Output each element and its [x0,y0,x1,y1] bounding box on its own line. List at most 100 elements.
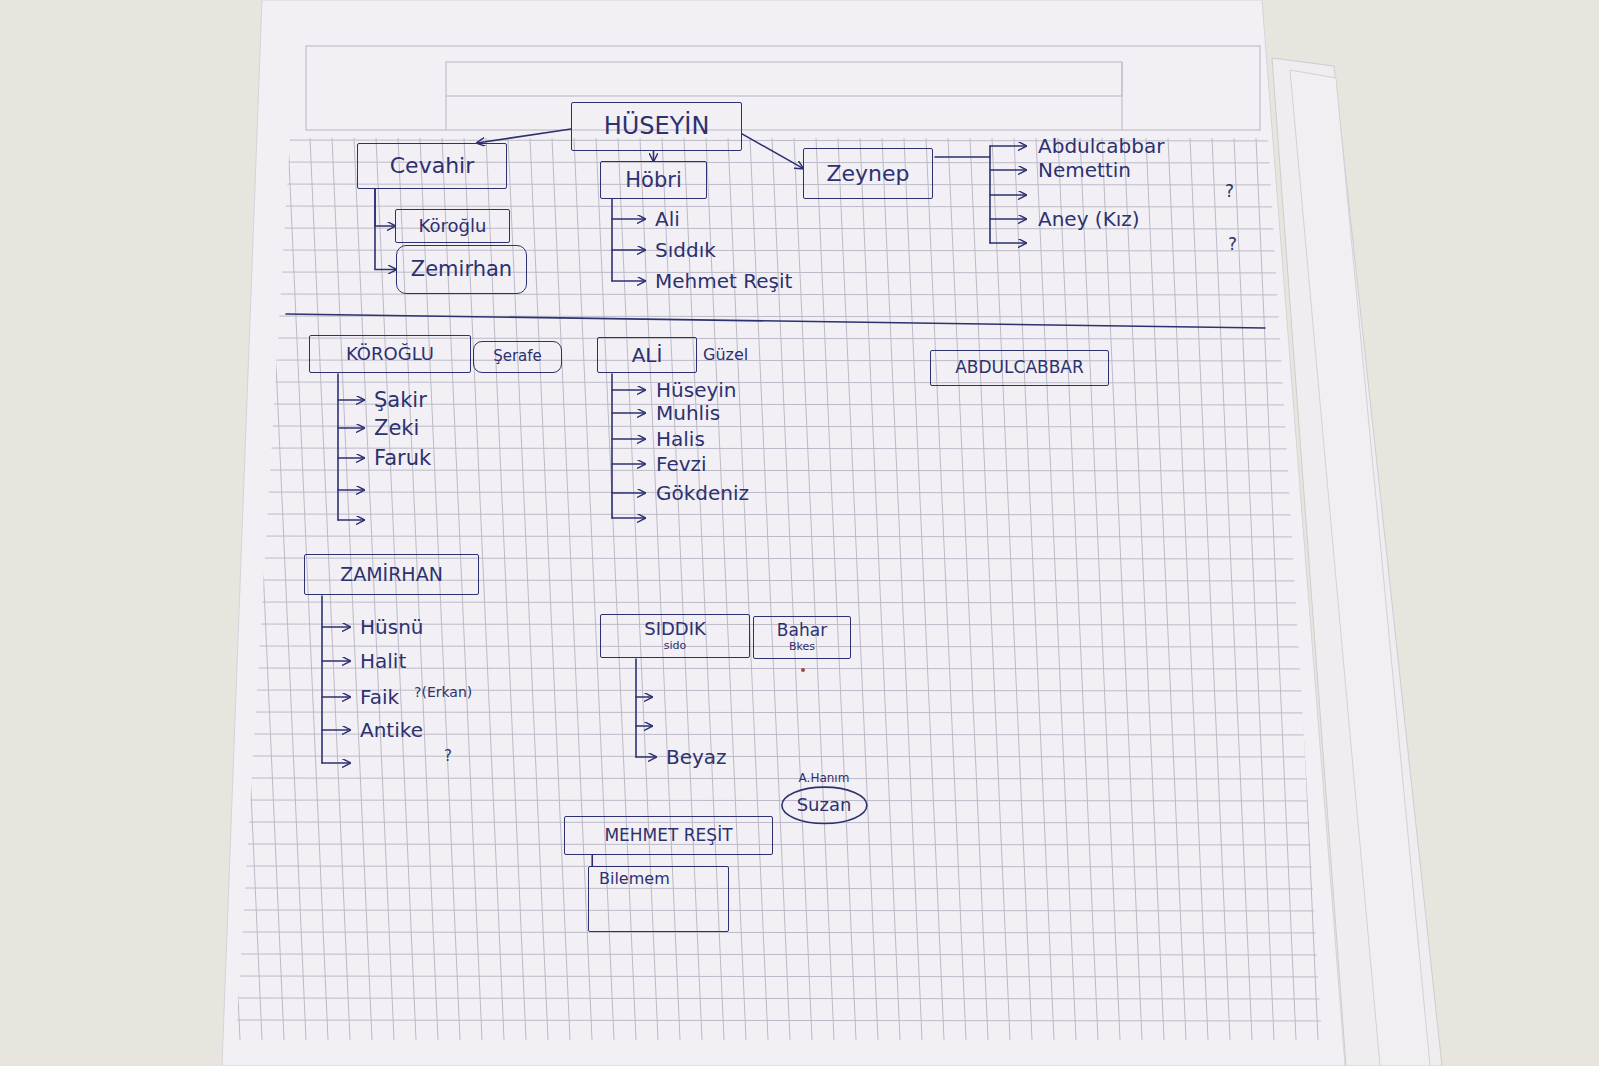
grid-line [376,138,416,1040]
name-box: ZAMİRHAN [304,554,479,595]
grid-line [200,778,1360,779]
child-arrow [612,389,645,391]
grid-line [332,138,372,1040]
grid-line [794,138,834,1040]
grid-line [200,272,1360,273]
child-arrow [636,725,652,727]
oval-node: A.HanımSuzan [779,772,869,824]
grid-line [970,138,1010,1040]
grid-line [200,184,1360,185]
person-name: Köroğlu [419,216,487,237]
grid-line [200,338,1360,339]
grid-line [266,138,306,1040]
grid-line [200,138,240,1040]
name-label: Beyaz [666,746,727,769]
grid-line [200,294,1360,295]
grid-line [860,138,900,1040]
family-connector [375,189,395,226]
name-label: Abdulcabbar [1038,135,1164,158]
grid-line [200,712,1360,713]
family-connector [591,855,593,866]
name-label: ? [1225,182,1234,202]
grid-line [200,822,1360,823]
child-arrow [322,762,350,764]
name-box: Höbri [600,161,707,199]
grid-line [200,954,1360,955]
form-frame [306,46,1260,130]
ink-dot [801,668,805,672]
child-arrow [338,427,364,429]
name-box: Zemirhan [396,245,527,294]
grid-line [398,138,438,1040]
person-name: Şerafe [493,348,542,365]
grid-line [464,138,504,1040]
grid-line [816,138,856,1040]
grid-line [200,976,1360,977]
grid-line [1300,138,1340,1040]
name-label: Hüseyin [656,379,737,402]
grid-line [706,138,746,1040]
child-arrow [990,218,1026,220]
grid-line [200,1042,1360,1043]
grid-line [200,734,1360,735]
grid-line [354,138,394,1040]
child-arrow [612,463,645,465]
name-box: Cevahir [357,143,507,189]
person-name: Zeynep [826,161,909,186]
grid-line [200,998,1360,999]
child-arrow [338,519,364,521]
grid [200,138,1384,1065]
child-arrow [338,399,364,401]
person-name: SIDDIK [644,619,706,640]
name-label: Halit [360,650,406,673]
grid-line [200,866,1360,867]
child-arrow [636,696,652,698]
grid-line [1278,138,1318,1040]
grid-line [200,536,1360,537]
edge-layer [375,129,803,866]
oval-shape [781,787,866,823]
note-text: A.Hanım [799,772,850,786]
person-name: Zemirhan [411,257,512,281]
grid-line [200,360,1360,361]
name-box: Köroğlu [395,209,510,243]
grid-line [992,138,1032,1040]
grid-line [200,800,1360,801]
grid-line [508,138,548,1040]
grid-line [200,844,1360,845]
grid-line [200,558,1360,559]
grid-line [200,646,1360,647]
grid-line [200,228,1360,229]
name-label: Mehmet Reşit [655,270,792,293]
family-connector [742,134,803,169]
name-label: Güzel [703,346,748,364]
grid-line [200,888,1360,889]
note-text: sido [664,640,687,653]
oval-frame: Suzan [781,786,868,825]
ink-lines [286,146,1265,763]
paper-sheet [222,0,1345,1066]
divider-line [286,314,1265,328]
name-box: MEHMET REŞİT [564,816,773,855]
name-label: Hüsnü [360,616,424,639]
child-arrow [612,438,645,440]
grid-line [200,492,1360,493]
family-connector [477,129,571,143]
name-label: ? [1228,235,1237,255]
child-arrow [612,280,645,282]
bracket-line [635,659,637,757]
name-label: Şakir [374,388,427,412]
grid-line [244,138,284,1040]
grid-line [838,138,878,1040]
child-arrow [990,242,1026,244]
bracket-line [611,199,613,281]
grid-line [574,138,614,1040]
grid-line [200,580,1360,581]
bracket-line [337,374,339,520]
grid-line [530,138,570,1040]
name-box: BaharBkes [753,616,851,659]
grid-line [200,206,1360,207]
bracket-line [935,156,990,158]
